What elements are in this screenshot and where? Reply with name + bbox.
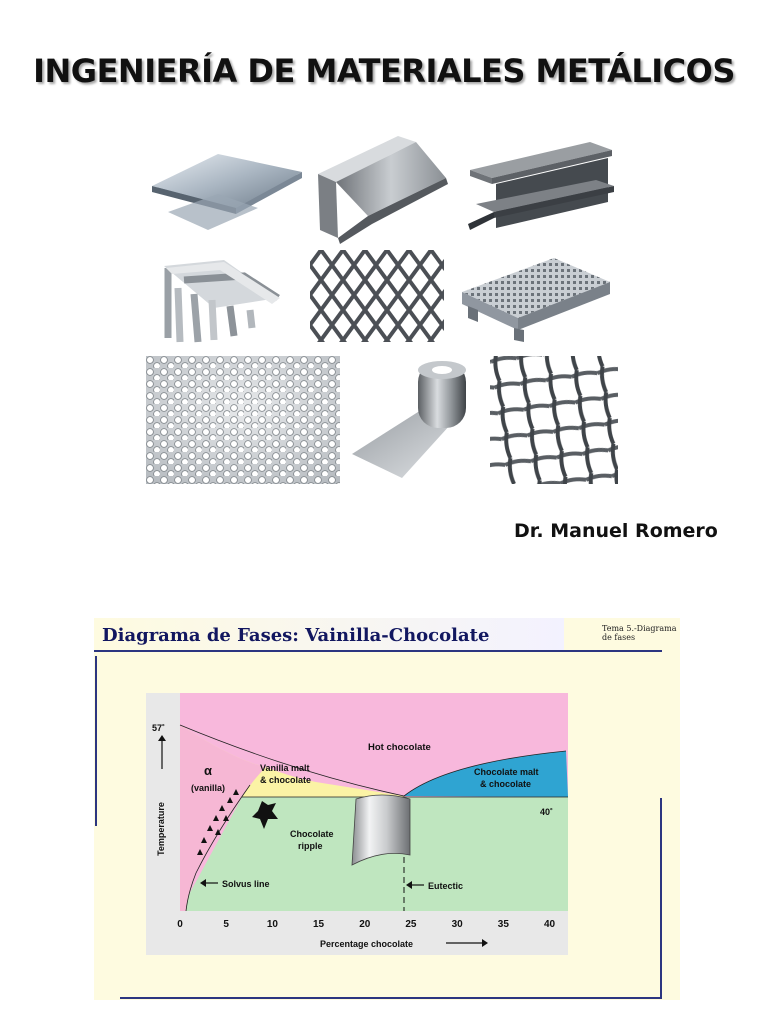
x-tick-labels: 0 5 10 15 20 25 30 35 40 [177, 919, 555, 930]
angle-profile-image [318, 136, 448, 244]
chocolate-blob [252, 801, 278, 829]
x-tick-label: 15 [313, 919, 325, 930]
ripple-glass-illustration [351, 794, 411, 866]
topic-label: Tema 5.-Diagrama de fases [602, 624, 677, 642]
y-tick-57: 57˚ [152, 723, 165, 733]
expanded-metal-image [310, 250, 444, 342]
eutectic-arrow [406, 881, 424, 889]
hot-chocolate-label: Hot chocolate [368, 742, 431, 753]
perforated-sheet-image [146, 356, 340, 484]
x-tick-label: 40 [544, 919, 556, 930]
x-tick-label: 20 [359, 919, 371, 930]
c-channel-image [164, 260, 280, 343]
slide-bottom-rule [120, 997, 662, 999]
vanilla-malt-sub-label: & chocolate [260, 775, 311, 785]
slide-header-rule [94, 650, 662, 652]
y-axis-arrow [158, 735, 166, 769]
chocolate-malt-label: Chocolate malt [474, 767, 539, 777]
topic-line-2: de fases [602, 633, 636, 642]
x-tick-label: 5 [223, 919, 229, 930]
x-tick-label: 25 [405, 919, 417, 930]
wire-mesh-image [490, 356, 618, 484]
solvus-line-label: Solvus line [222, 879, 270, 889]
eutectic-label: Eutectic [428, 881, 463, 891]
x-tick-label: 35 [498, 919, 510, 930]
x-axis-arrow [446, 939, 488, 947]
slide-header: Diagrama de Fases: Vainilla-Chocolate [94, 618, 564, 652]
x-tick-label: 10 [267, 919, 279, 930]
topic-line-1: Tema 5.-Diagrama [602, 624, 677, 633]
x-axis-label: Percentage chocolate [320, 939, 413, 949]
chocolate-malt-sub-label: & chocolate [480, 779, 531, 789]
slide-right-rule [660, 798, 662, 998]
ripple-label: Chocolate [290, 829, 334, 839]
alpha-label: α [204, 763, 212, 778]
x-tick-label: 30 [452, 919, 464, 930]
solvus-arrow [200, 879, 218, 887]
page-title: INGENIERÍA DE MATERIALES METÁLICOS [33, 52, 735, 90]
slide-title: Diagrama de Fases: Vainilla-Chocolate [102, 625, 490, 646]
phase-diagram-chart: α (vanilla) Vanilla malt & chocolate Hot… [146, 693, 568, 955]
y-axis-label: Temperature [156, 802, 166, 856]
author-name: Dr. Manuel Romero [514, 520, 718, 542]
grating-image [462, 258, 610, 342]
liquidus-line-right [403, 750, 567, 797]
solvus-triangles [197, 789, 239, 855]
chocolate-malt-region [404, 751, 568, 797]
slide-left-rule [95, 656, 97, 826]
alpha-region [180, 725, 266, 911]
i-beam-image [468, 142, 614, 230]
liquidus-line-left [179, 724, 405, 797]
y-tick-40: 40˚ [540, 807, 553, 817]
solvus-line [185, 784, 251, 912]
alpha-sub-label: (vanilla) [191, 783, 225, 793]
ripple-sub-label: ripple [298, 841, 323, 851]
metal-coil-image [352, 361, 466, 478]
x-tick-label: 0 [177, 919, 183, 930]
steel-sheet-image [152, 154, 302, 230]
vanilla-malt-label: Vanilla malt [260, 763, 310, 773]
